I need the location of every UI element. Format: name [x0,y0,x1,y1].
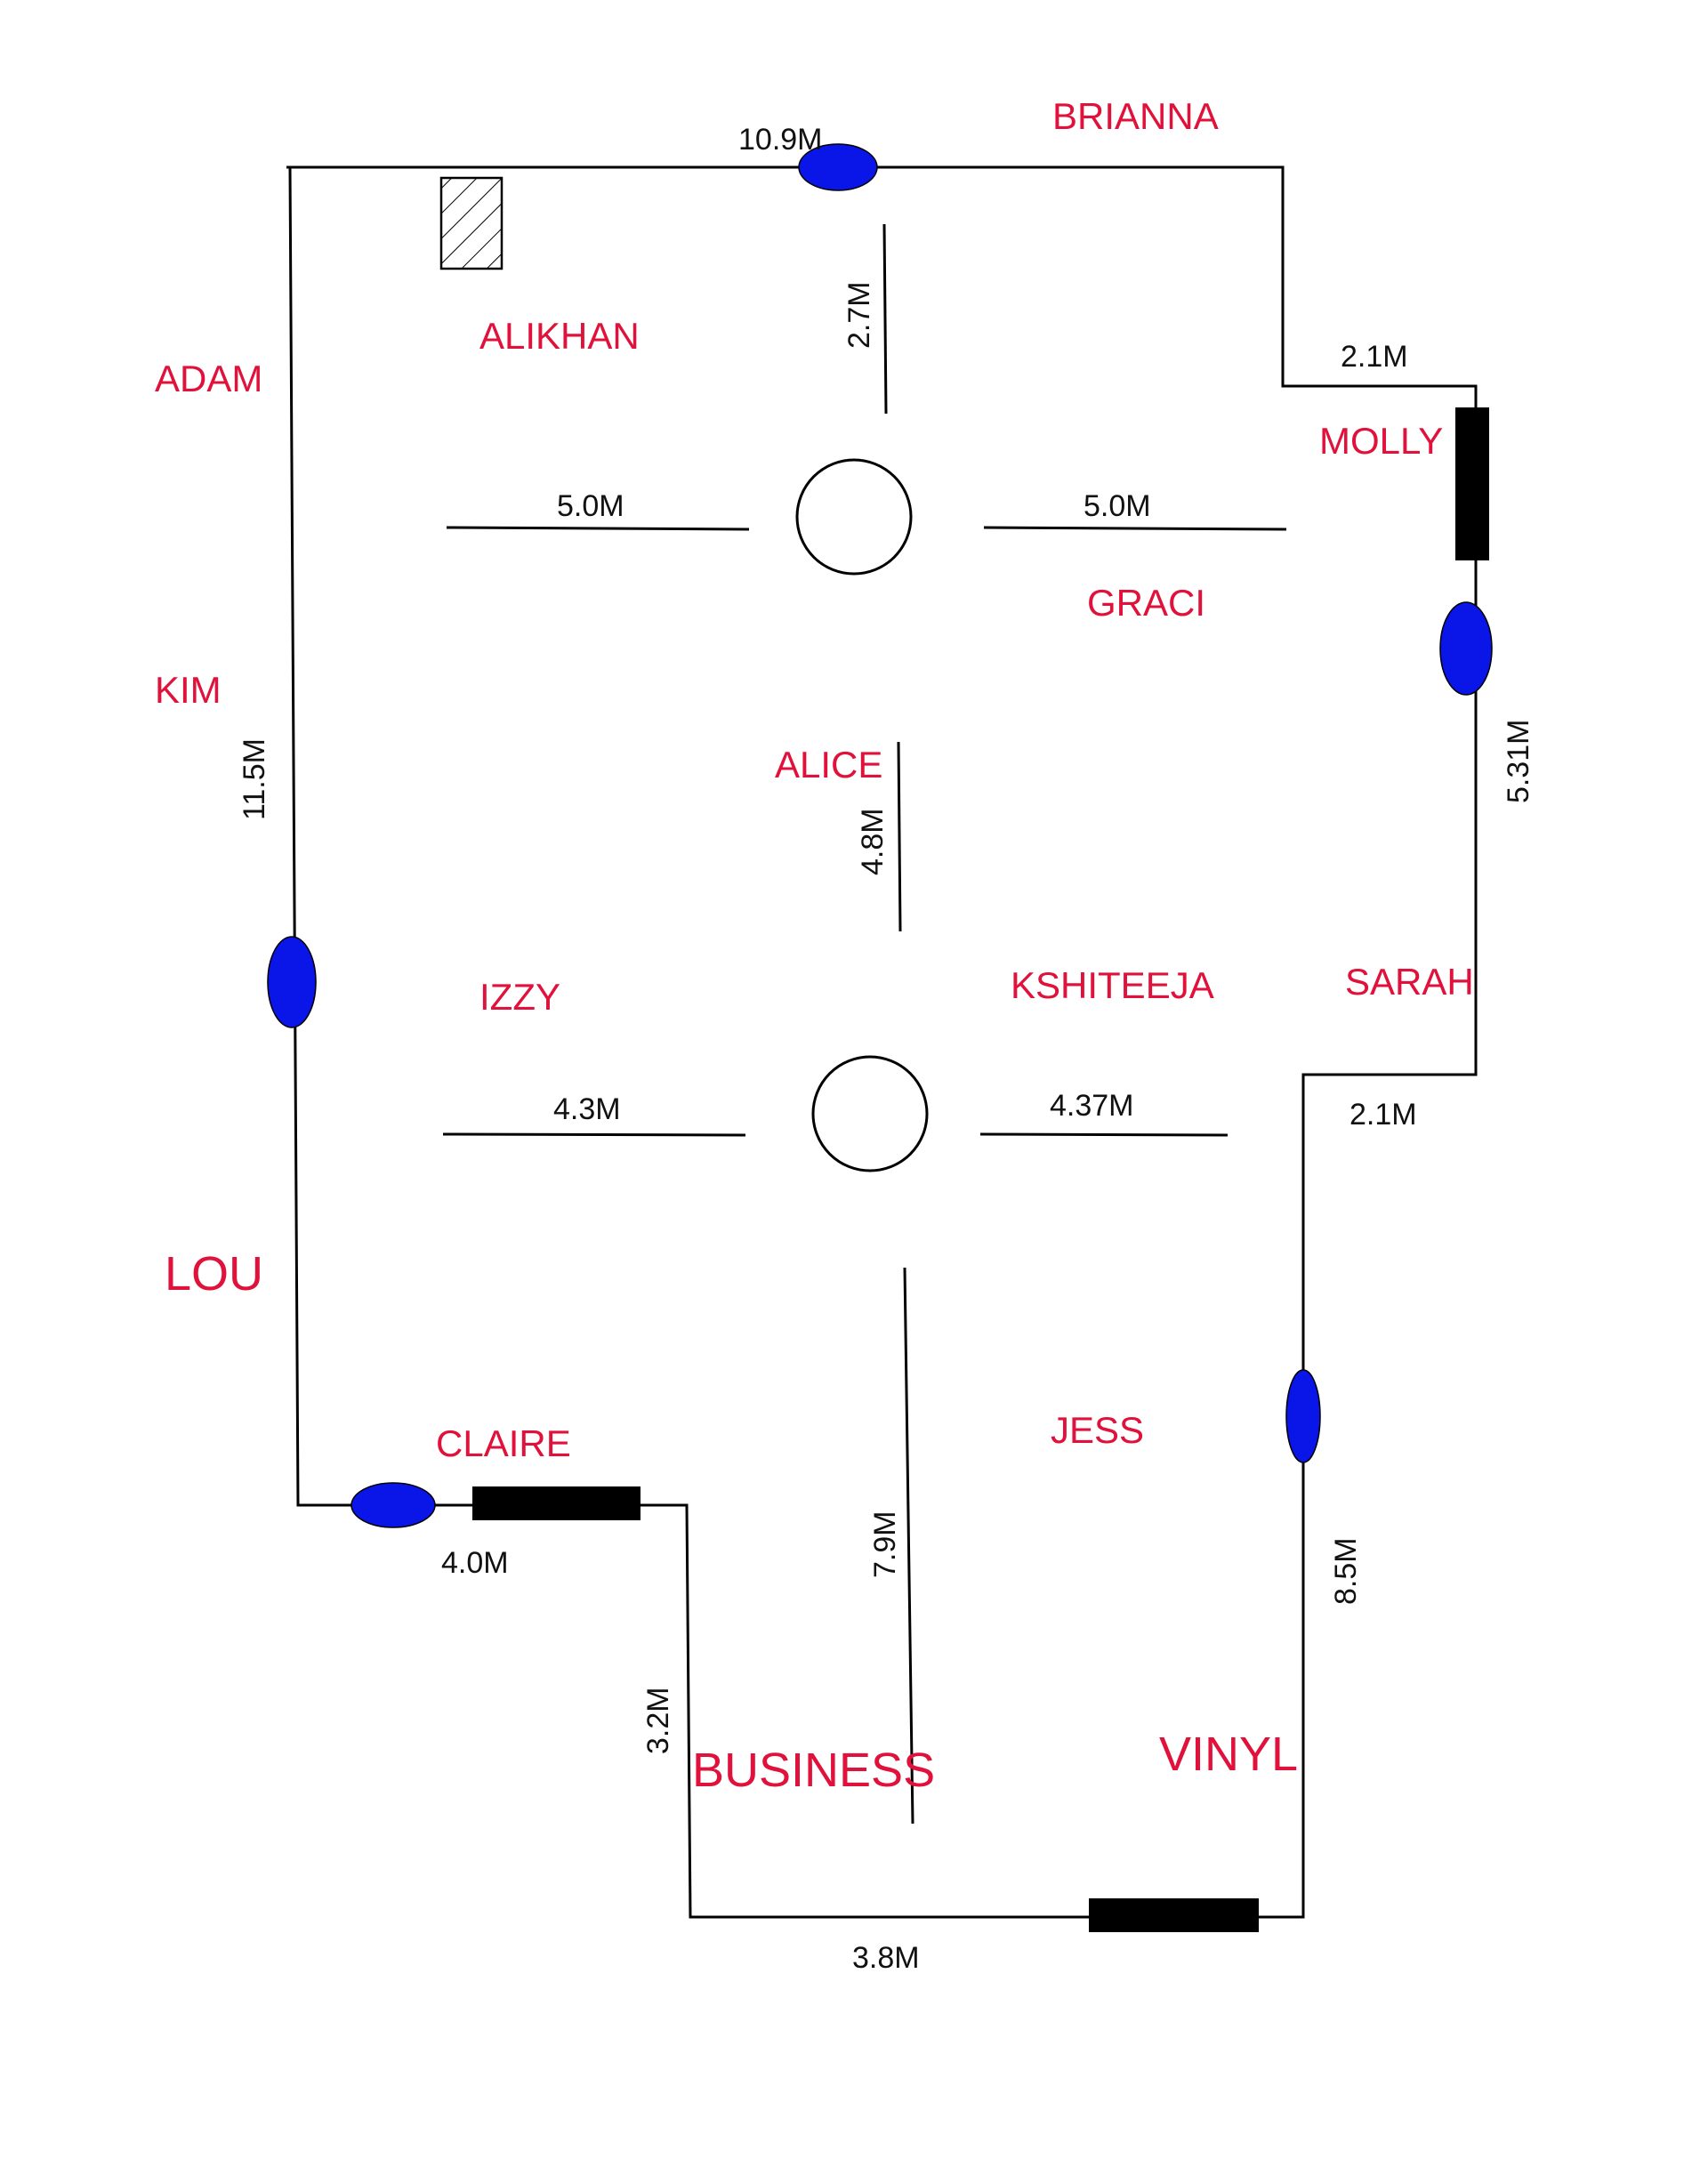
cabinet-icon [439,176,504,270]
dimension-lower-right-partition: 4.37M [1050,1089,1134,1123]
room-label-business: BUSINESS [692,1744,935,1797]
door-icon [267,936,317,1028]
room-label-molly: MOLLY [1319,420,1443,462]
partition-upper-right [983,526,1287,531]
dimension-top-partition: 2.7M [842,281,876,349]
room-label-claire: CLAIRE [436,1422,571,1464]
dimension-lower-left-partition: 4.3M [553,1092,621,1126]
door-icon [1439,601,1493,696]
dimension-right-wall-lower: 8.5M [1329,1537,1363,1605]
dimension-upper-right-partition: 5.0M [1084,489,1151,523]
column-icon [811,1055,929,1172]
room-label-kshiteeja: KSHITEEJA [1011,964,1214,1006]
room-label-adam: ADAM [155,358,262,399]
dimension-right-wall-upper: 5.31M [1502,720,1535,804]
room-label-vinyl: VINYL [1159,1728,1298,1781]
dimension-right-step-upper: 2.1M [1341,340,1408,374]
window-icon [472,1486,640,1520]
cabinet-icon [441,178,502,269]
dimension-long-partition: 7.9M [868,1510,902,1578]
room-label-jess: JESS [1051,1409,1144,1451]
partition-top [882,223,888,415]
dimension-top-wall: 10.9M [738,123,823,157]
dimension-bottom-wall: 3.8M [852,1941,920,1975]
partition-upper-left [446,526,750,531]
partition-lower-right [979,1132,1229,1137]
room-label-sarah: SARAH [1345,961,1474,1003]
dimension-left-wall: 11.5M [238,738,271,820]
partition-middle [897,741,902,932]
door-icon [798,143,878,191]
dimension-right-step-lower: 2.1M [1349,1098,1417,1132]
door-icon [1285,1369,1321,1463]
partition-lower-left [442,1132,746,1137]
room-label-alikhan: ALIKHAN [479,315,640,357]
room-label-lou: LOU [165,1247,263,1301]
room-label-brianna: BRIANNA [1052,95,1219,137]
dimension-middle-partition: 4.8M [856,808,890,875]
room-label-graci: GRACI [1087,582,1205,624]
dimension-bottom-step: 3.2M [641,1687,675,1754]
column-icon [795,458,913,576]
partition-long [903,1267,914,1825]
dimension-upper-left-partition: 5.0M [557,489,624,523]
dimension-bottom-left-wall: 4.0M [441,1546,509,1580]
room-label-alice: ALICE [775,744,882,785]
room-label-kim: KIM [155,669,222,711]
window-icon [1089,1898,1259,1932]
window-icon [1455,407,1489,560]
door-icon [350,1482,436,1528]
room-label-izzy: IZZY [479,976,560,1018]
exterior-wall [286,165,1478,1919]
